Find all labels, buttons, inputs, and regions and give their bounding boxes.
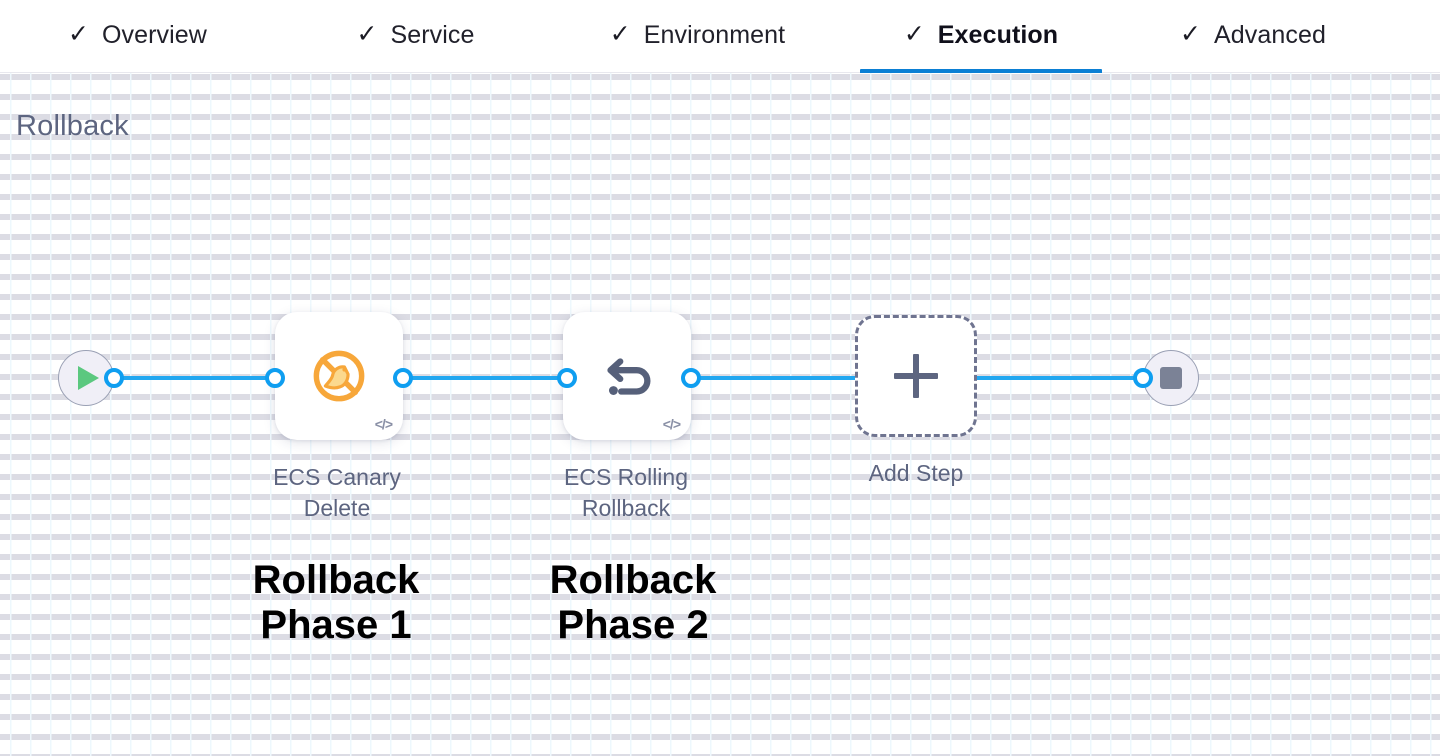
- rollback-phase-2-annotation: Rollback Phase 2: [549, 558, 717, 647]
- check-icon: ✓: [609, 19, 631, 48]
- pipeline-canvas[interactable]: Rollback </> ECS Canar: [0, 73, 1440, 756]
- ecs-canary-delete-label: ECS Canary Delete: [227, 462, 447, 524]
- code-badge: </>: [374, 416, 393, 432]
- connector-dot-step2-in[interactable]: [557, 368, 577, 388]
- section-title: Rollback: [16, 110, 129, 142]
- tab-label: Environment: [643, 20, 786, 49]
- connector-dot-start-out[interactable]: [104, 368, 124, 388]
- code-badge: </>: [662, 416, 681, 432]
- check-icon: ✓: [356, 19, 378, 48]
- rollback-phase-1-annotation: Rollback Phase 1: [252, 558, 420, 647]
- check-icon: ✓: [1180, 19, 1201, 48]
- add-step-label: Add Step: [868, 460, 964, 486]
- stop-icon: [1160, 367, 1182, 389]
- edge-start-to-step1: [108, 376, 408, 380]
- rollback-undo-icon: [563, 312, 691, 440]
- connector-dot-end-in[interactable]: [1133, 368, 1153, 388]
- connector-dot-step2-out[interactable]: [681, 368, 701, 388]
- label-line-1: ECS Canary: [273, 464, 401, 490]
- tab-execution[interactable]: ✓ Execution: [860, 0, 1102, 74]
- tab-service[interactable]: ✓ Service: [318, 0, 513, 73]
- tab-label: Advanced: [1213, 20, 1326, 49]
- wizard-tab-bar: ✓ Overview ✓ Service ✓ Environment ✓ Exe…: [0, 0, 1440, 74]
- edge-step2-to-addstep: [684, 376, 982, 380]
- edge-step1-to-step2: [398, 376, 572, 380]
- ecs-rolling-rollback-step[interactable]: </>: [563, 312, 691, 440]
- label-line-2: Rollback: [581, 495, 671, 522]
- tab-label: Service: [390, 20, 475, 49]
- tab-label: Execution: [937, 20, 1059, 49]
- tab-advanced[interactable]: ✓ Advanced: [1143, 0, 1363, 73]
- add-step-button[interactable]: [855, 315, 977, 437]
- tab-environment[interactable]: ✓ Environment: [570, 0, 825, 73]
- label-line-1: ECS Rolling: [564, 464, 688, 490]
- ecs-canary-delete-step[interactable]: </>: [275, 312, 403, 440]
- tab-active-underline: [860, 68, 1102, 74]
- edge-addstep-to-end: [972, 376, 1148, 380]
- check-icon: ✓: [68, 19, 89, 48]
- tab-label: Overview: [101, 20, 207, 49]
- tab-overview[interactable]: ✓ Overview: [30, 0, 245, 73]
- label-line-2: Delete: [303, 495, 371, 522]
- ecs-rolling-rollback-label: ECS Rolling Rollback: [516, 462, 736, 524]
- play-icon: [78, 366, 99, 390]
- check-icon: ✓: [903, 19, 925, 48]
- connector-dot-step1-out[interactable]: [393, 368, 413, 388]
- canary-delete-icon: [275, 312, 403, 440]
- plus-icon: [894, 354, 938, 398]
- connector-dot-step1-in[interactable]: [265, 368, 285, 388]
- pipeline-flow: </> ECS Canary Delete Rollback Phase 1 <…: [0, 73, 1440, 756]
